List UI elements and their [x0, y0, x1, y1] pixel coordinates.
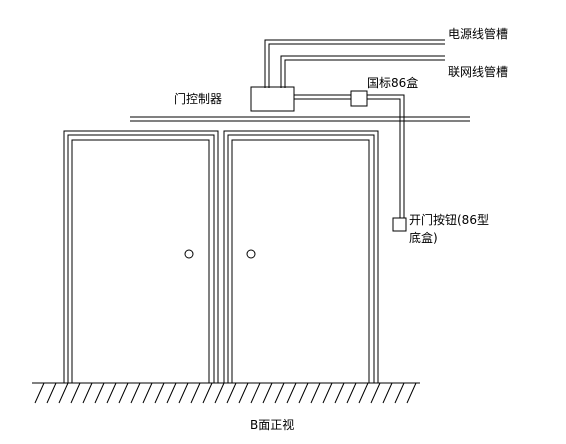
- floor-hatch-line: [70, 382, 81, 404]
- floor-hatch-line: [406, 382, 417, 404]
- junction-to-button-cable: [367, 94, 405, 218]
- floor-hatch-line: [310, 382, 321, 404]
- floor-hatch-line: [166, 382, 177, 404]
- floor-hatch-line: [130, 382, 141, 404]
- left-door-panel: [71, 139, 210, 384]
- power-conduit-label: 电源线管槽: [448, 26, 508, 41]
- floor-hatch-line: [58, 382, 69, 404]
- floor-hatch-line: [346, 382, 357, 404]
- controller-to-junction-cable: [294, 94, 351, 100]
- floor-hatch-line: [106, 382, 117, 404]
- exit-button-label-line1: 开门按钮(86型: [409, 212, 489, 227]
- floor-hatch-line: [202, 382, 213, 404]
- floor-hatch-line: [214, 382, 225, 404]
- floor-hatch-line: [94, 382, 105, 404]
- floor-hatch-line: [154, 382, 165, 404]
- floor-hatch-line: [226, 382, 237, 404]
- floor-hatch-line: [190, 382, 201, 404]
- floor-hatch-line: [274, 382, 285, 404]
- network-conduit-label: 联网线管槽: [448, 64, 508, 79]
- floor-hatch-line: [262, 382, 273, 404]
- floor-hatch-line: [238, 382, 249, 404]
- exit-button-box: [392, 217, 407, 232]
- door-controller-box: [250, 86, 295, 112]
- floor-hatch-line: [358, 382, 369, 404]
- conduit-lines: [264, 39, 445, 88]
- left-door: [63, 130, 219, 384]
- floor-hatch-line: [34, 382, 45, 404]
- right-door: [223, 130, 379, 384]
- floor-hatch-line: [46, 382, 57, 404]
- floor-hatch-line: [322, 382, 333, 404]
- floor-hatch-line: [394, 382, 405, 404]
- junction-box-86: [350, 90, 368, 107]
- floor-hatch-line: [250, 382, 261, 404]
- ceiling-line: [130, 116, 470, 122]
- junction-box-label: 国标86盒: [367, 75, 418, 90]
- floor-hatch-line: [178, 382, 189, 404]
- floor-hatch-line: [334, 382, 345, 404]
- floor-hatch-line: [298, 382, 309, 404]
- floor-hatch-line: [82, 382, 93, 404]
- right-door-panel: [231, 139, 370, 384]
- door-controller-label: 门控制器: [174, 91, 222, 106]
- floor-hatch-line: [370, 382, 381, 404]
- floor-hatching: [32, 382, 420, 404]
- floor-hatch-line: [382, 382, 393, 404]
- view-caption: B面正视: [250, 417, 294, 432]
- exit-button-label-line2: 底盒): [409, 230, 438, 245]
- floor-hatch-line: [286, 382, 297, 404]
- left-door-knob: [184, 249, 194, 259]
- floor-hatch-line: [142, 382, 153, 404]
- right-door-knob: [246, 249, 256, 259]
- floor-hatch-line: [118, 382, 129, 404]
